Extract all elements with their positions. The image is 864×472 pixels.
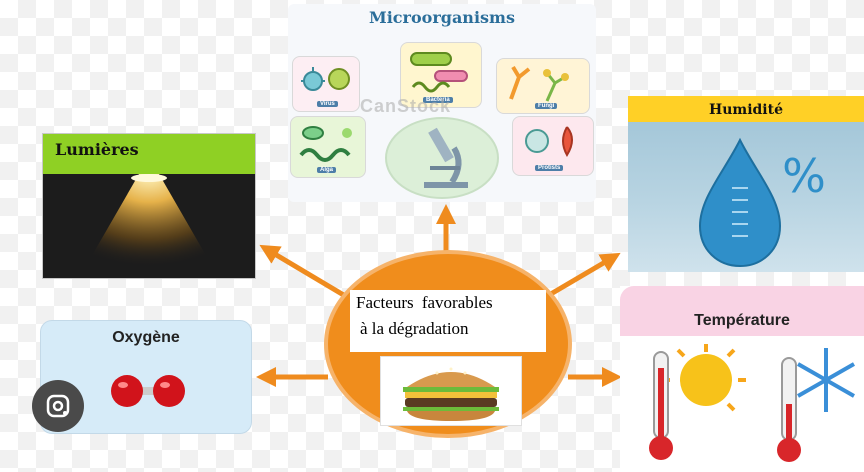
lens-button[interactable] [32,380,84,432]
fungi-card: Fungi [496,58,590,114]
center-label-line1: Facteurs favorables [350,290,546,316]
lumieres-title: Lumières [55,140,139,159]
arrow-to-humidite [544,258,612,298]
temperature-panel: Température [620,286,864,472]
oxygen-molecule-image [107,371,197,411]
center-label: Facteurs favorables à la dégradation [350,290,546,352]
temperature-title: Température [620,312,864,330]
watermark: CanStock [360,96,451,117]
humidite-title: Humidité [628,102,864,118]
sun-icon [662,344,746,410]
hamburger-icon [381,357,521,425]
oxygene-title: Oxygène [41,329,251,347]
microorganisms-panel: Microorganisms Virus Bacteria Fungi [288,4,596,202]
humidite-panel: Humidité % [628,96,864,272]
google-lens-icon [32,380,84,432]
snowflake-icon [798,348,854,412]
alga-card: Alga [290,116,366,178]
cold-thermometer-icon [777,358,801,462]
lumieres-panel: Lumières [42,133,256,279]
hot-thermometer-icon [649,352,673,460]
hamburger-image [380,356,522,426]
thermometer-sun-snow-image [620,342,864,472]
arrow-to-lumieres [268,250,352,300]
protists-card: Protists [512,116,594,176]
svg-text:%: % [782,149,826,203]
alga-label: Alga [317,167,336,173]
virus-card: Virus [292,56,360,112]
microorganisms-title: Microorganisms [288,8,596,27]
center-label-line2: à la dégradation [350,316,546,342]
light-beam-image [43,174,255,278]
virus-label: Virus [317,101,338,107]
fungi-label: Fungi [535,103,557,109]
microscope-image [384,108,502,200]
water-drop-percent-image: % [628,122,864,272]
protists-label: Protists [535,165,563,171]
